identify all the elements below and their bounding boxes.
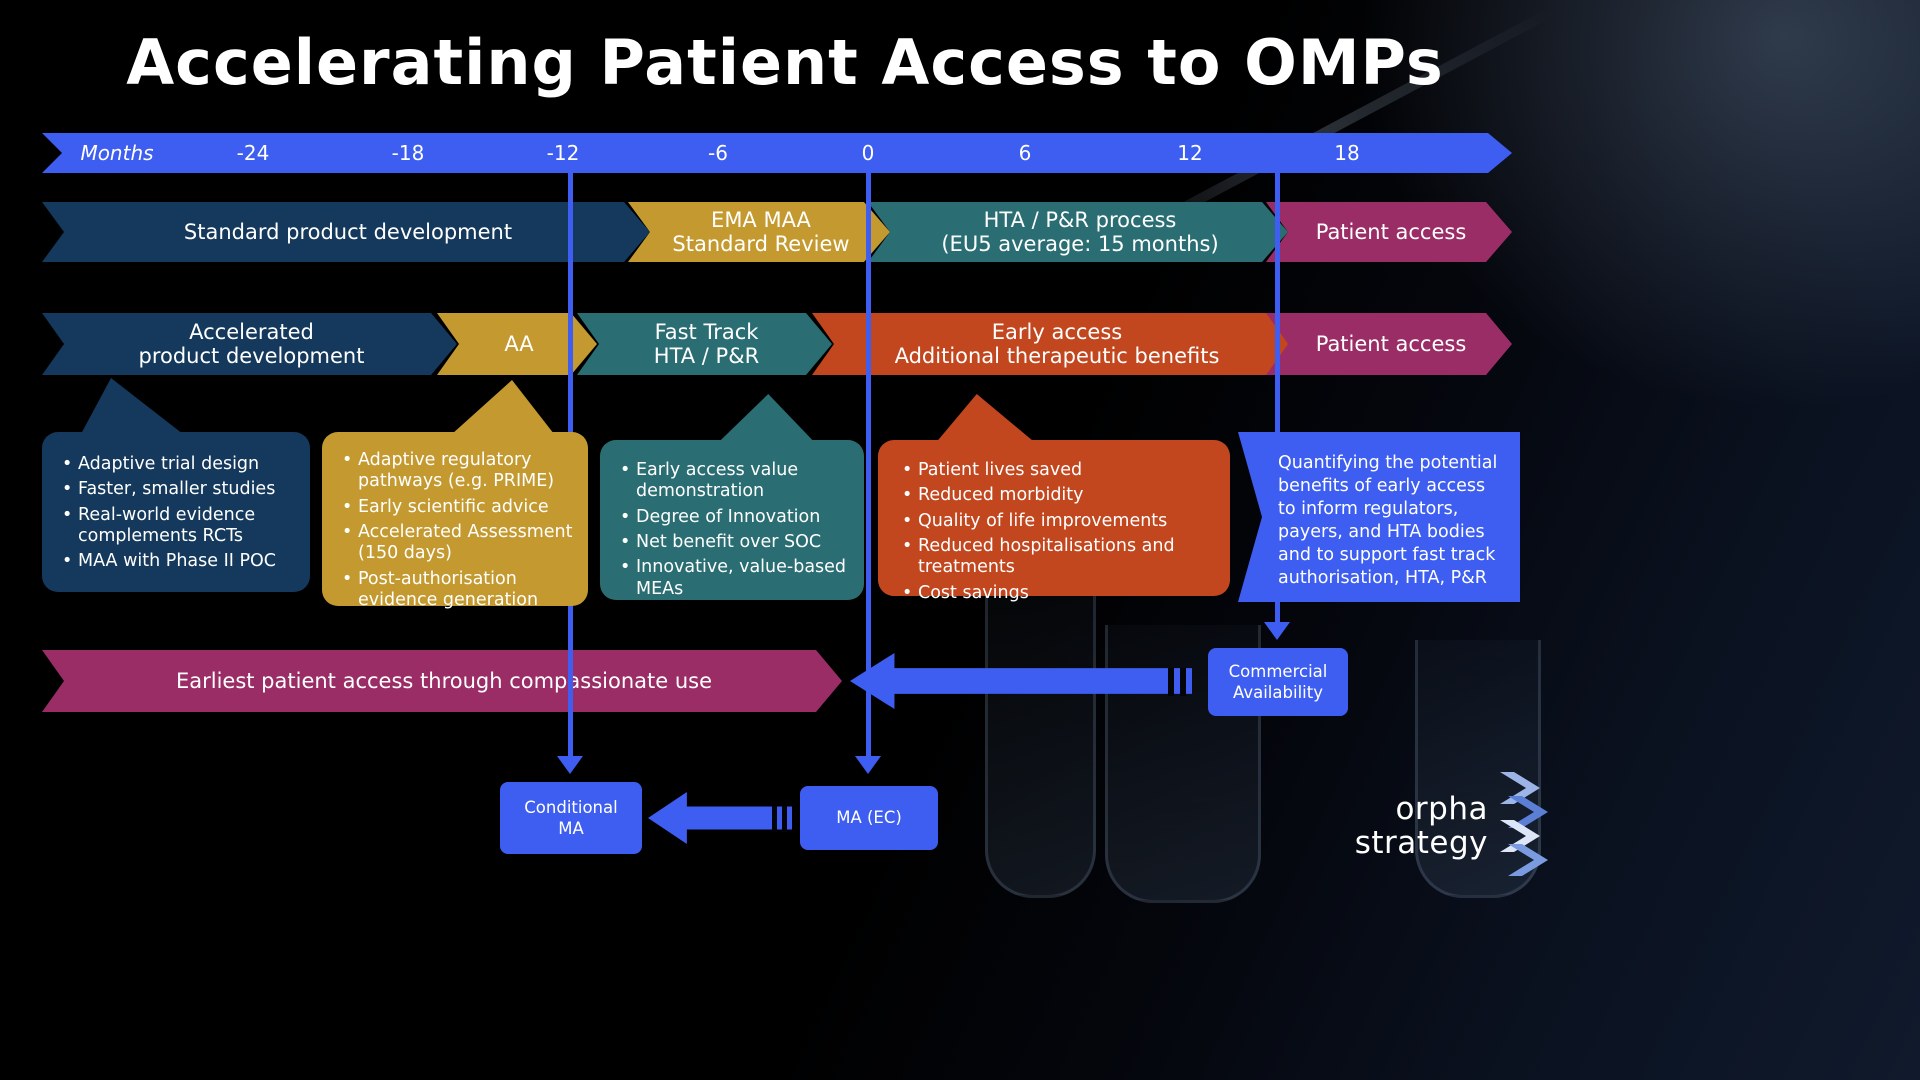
connector-line-commercial [1275,172,1280,622]
ribbon-early-access: Early access Additional therapeutic bene… [812,313,1298,375]
bullet-item: Adaptive trial design [62,454,294,476]
callout-hta-value: Early access value demonstration Degree … [600,440,864,600]
bullet-list: Adaptive regulatory pathways (e.g. PRIME… [342,450,574,611]
arrow-down-icon [557,756,583,774]
milestone-conditional-ma: Conditional MA [500,782,642,854]
timeline-bar: Months -24 -18 -12 -6 0 6 12 18 [42,133,1512,173]
arrow-left-commercial-to-compassionate [850,653,1192,709]
bullet-item: Adaptive regulatory pathways (e.g. PRIME… [342,450,574,493]
logo-line2: strategy [1354,825,1488,861]
bullet-item: Faster, smaller studies [62,479,294,501]
arrow-down-icon [1264,622,1290,640]
bullet-item: Reduced morbidity [902,485,1214,507]
ribbon-patient-access-accelerated: Patient access [1266,313,1512,375]
logo-chevrons-icon [1500,772,1548,876]
bullet-item: Accelerated Assessment (150 days) [342,522,574,565]
arrow-down-icon [855,756,881,774]
milestone-ma-ec: MA (EC) [800,786,938,850]
tick-label: -24 [236,141,270,165]
ribbon-hta-pr-process: HTA / P&R process (EU5 average: 15 month… [868,202,1288,262]
ribbon-fast-track-hta: Fast Track HTA / P&R [577,313,832,375]
ribbon-accelerated-development: Accelerated product development [42,313,457,375]
tick-label: 18 [1334,141,1360,165]
logo-line1: orpha [1395,791,1488,827]
arrow-tail-stripe [1168,668,1174,696]
callout-regulatory: Adaptive regulatory pathways (e.g. PRIME… [322,432,588,610]
page-title: Accelerating Patient Access to OMPs [126,26,1444,99]
callout-tail [936,394,1035,442]
callout-development: Adaptive trial design Faster, smaller st… [42,432,310,592]
callout-tail [81,378,183,434]
background-test-tube [985,595,1096,898]
tick-label: -6 [708,141,728,165]
arrow-left-ma-to-conditional [648,792,792,844]
ribbon-accelerated-assessment: AA [437,313,597,375]
bullet-item: Cost savings [902,583,1214,605]
logo-text: orpha strategy [1280,792,1488,860]
connector-line-ma-ec [866,172,871,756]
arrow-tail-stripe [782,806,787,832]
tick-label: 12 [1177,141,1203,165]
bullet-item: MAA with Phase II POC [62,551,294,573]
callout-benefits: Patient lives saved Reduced morbidity Qu… [878,440,1230,604]
bullet-list: Early access value demonstration Degree … [620,460,850,600]
bullet-item: Real-world evidence complements RCTs [62,505,294,548]
ribbon-compassionate-use: Earliest patient access through compassi… [42,650,842,712]
bullet-list: Patient lives saved Reduced morbidity Qu… [902,460,1214,604]
tick-label: 6 [1018,141,1032,165]
tick-label: -12 [546,141,580,165]
bullet-item: Early scientific advice [342,497,574,519]
bullet-item: Innovative, value-based MEAs [620,557,850,600]
callout-quantify: Quantifying the potential benefits of ea… [1238,432,1520,602]
timeline-axis-label: Months [80,141,154,165]
bullet-item: Post-authorisation evidence generation [342,569,574,612]
bullet-item: Quality of life improvements [902,511,1214,533]
bullet-list: Adaptive trial design Faster, smaller st… [62,454,294,573]
callout-tail [452,380,554,434]
ribbon-standard-development: Standard product development [42,202,650,262]
callout-tail [718,394,815,442]
ribbon-ema-maa-review: EMA MAA Standard Review [628,202,890,262]
arrow-tail-stripe [772,806,777,832]
bullet-item: Degree of Innovation [620,507,850,529]
ribbon-patient-access-standard: Patient access [1266,202,1512,262]
milestone-commercial-availability: Commercial Availability [1208,648,1348,716]
tick-label: -18 [391,141,425,165]
tick-label: 0 [861,141,875,165]
arrow-tail-stripe [1180,668,1186,696]
bullet-item: Early access value demonstration [620,460,850,503]
bullet-item: Patient lives saved [902,460,1214,482]
bullet-item: Net benefit over SOC [620,532,850,554]
bullet-item: Reduced hospitalisations and treatments [902,536,1214,579]
